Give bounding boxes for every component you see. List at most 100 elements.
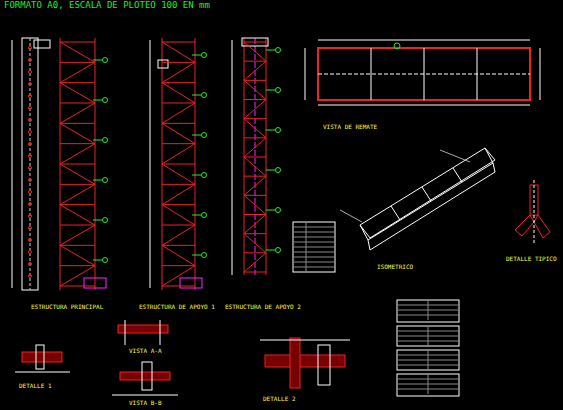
drawing-stroke — [30, 38, 31, 290]
drawing-stroke — [428, 350, 429, 370]
drawing-stroke — [260, 338, 350, 388]
drawing-stroke — [29, 167, 32, 170]
drawing-stroke — [93, 100, 102, 101]
drawing-stroke — [244, 61, 266, 80]
drawing-stroke — [244, 252, 266, 253]
drawing-stroke — [60, 286, 95, 287]
drawing-stroke — [29, 107, 32, 110]
drawing-stroke — [22, 38, 38, 290]
drawing-stroke — [60, 245, 95, 246]
drawing-stroke — [162, 225, 195, 226]
drawing-stroke — [15, 372, 70, 373]
drawing-stroke — [244, 176, 266, 195]
drawing-stroke — [162, 42, 195, 43]
drawing-stroke — [260, 340, 350, 341]
drawing-stroke — [29, 42, 267, 286]
drawing-stroke — [360, 225, 368, 240]
drawing-stroke — [162, 245, 195, 246]
view-title: ISOMETRICO — [376, 264, 414, 270]
drawing-stroke — [266, 90, 275, 91]
drawing-stroke — [266, 250, 275, 251]
drawing-stroke — [244, 137, 266, 138]
drawing-stroke — [244, 233, 266, 234]
drawing-stroke — [232, 38, 268, 275]
view-title: ESTRUCTURA PRINCIPAL — [30, 304, 104, 310]
drawing-stroke — [112, 395, 178, 396]
drawing-stroke — [244, 157, 266, 158]
view-title: ESTRUCTURA DE APOYO 2 — [224, 304, 302, 310]
drawing-stroke — [162, 62, 195, 82]
drawing-stroke — [428, 300, 429, 320]
drawing-stroke — [192, 255, 201, 256]
drawing-stroke — [162, 164, 195, 165]
drawing-stroke — [293, 267, 335, 268]
drawing-stroke — [192, 55, 201, 56]
drawing-stroke — [160, 320, 161, 345]
drawing-stroke — [93, 60, 102, 61]
drawing-stroke — [394, 43, 400, 49]
drawing-stroke — [60, 265, 95, 266]
drawing-stroke — [232, 40, 233, 275]
drawing-stroke — [293, 222, 335, 272]
drawing-stroke — [29, 191, 32, 194]
view-title: ESTRUCTURA DE APOYO 1 — [138, 304, 216, 310]
drawing-stroke — [305, 40, 540, 105]
drawing-stroke — [515, 180, 550, 245]
drawing-stroke — [340, 210, 362, 222]
drawing-stroke — [60, 164, 95, 165]
drawing-stroke — [244, 42, 266, 43]
drawing-stroke — [276, 208, 281, 213]
drawing-stroke — [29, 83, 32, 86]
sheet-title: FORMATO A0, ESCALA DE PLOTEO 100 EN mm — [3, 1, 211, 10]
drawing-stroke — [318, 40, 530, 41]
drawing-stroke — [397, 374, 459, 396]
drawing-stroke — [276, 248, 281, 253]
drawing-stroke — [29, 47, 32, 50]
drawing-stroke — [276, 88, 281, 93]
drawing-stroke — [162, 83, 195, 103]
drawing-stroke — [29, 203, 32, 206]
drawing-stroke — [318, 48, 530, 100]
drawing-stroke — [103, 58, 108, 63]
drawing-stroke — [15, 345, 70, 372]
drawing-stroke — [22, 352, 62, 362]
drawing-stroke — [244, 195, 266, 214]
drawing-stroke — [150, 40, 151, 288]
drawing-stroke — [93, 140, 102, 141]
drawing-stroke — [162, 144, 195, 164]
drawing-stroke — [112, 362, 178, 395]
drawing-stroke — [29, 179, 32, 182]
drawing-stroke — [293, 227, 335, 228]
drawing-stroke — [103, 218, 108, 223]
drawing-stroke — [29, 263, 32, 266]
drawing-stroke — [162, 123, 195, 124]
drawing-stroke — [244, 100, 266, 119]
drawing-stroke — [60, 123, 95, 124]
drawing-stroke — [162, 103, 195, 104]
drawing-stroke — [276, 128, 281, 133]
view-title: DETALLE 2 — [262, 396, 297, 402]
drawing-stroke — [60, 62, 95, 63]
drawing-stroke — [162, 62, 195, 63]
drawing-stroke — [453, 168, 462, 182]
drawing-stroke — [29, 143, 32, 146]
drawing-stroke — [142, 362, 152, 390]
drawing-stroke — [266, 210, 275, 211]
drawing-stroke — [428, 326, 429, 346]
drawing-stroke — [265, 355, 345, 367]
drawing-stroke — [93, 220, 102, 221]
drawing-stroke — [192, 135, 201, 136]
drawing-stroke — [293, 262, 335, 263]
drawing-stroke — [29, 119, 32, 122]
drawing-stroke — [515, 215, 534, 236]
drawing-stroke — [34, 40, 50, 48]
drawing-stroke — [244, 176, 266, 177]
drawing-stroke — [162, 204, 195, 205]
view-title: VISTA B-B — [128, 400, 163, 406]
drawing-stroke — [60, 143, 95, 144]
drawing-stroke — [266, 170, 275, 171]
drawing-stroke — [397, 300, 459, 322]
drawing-stroke — [266, 50, 275, 51]
